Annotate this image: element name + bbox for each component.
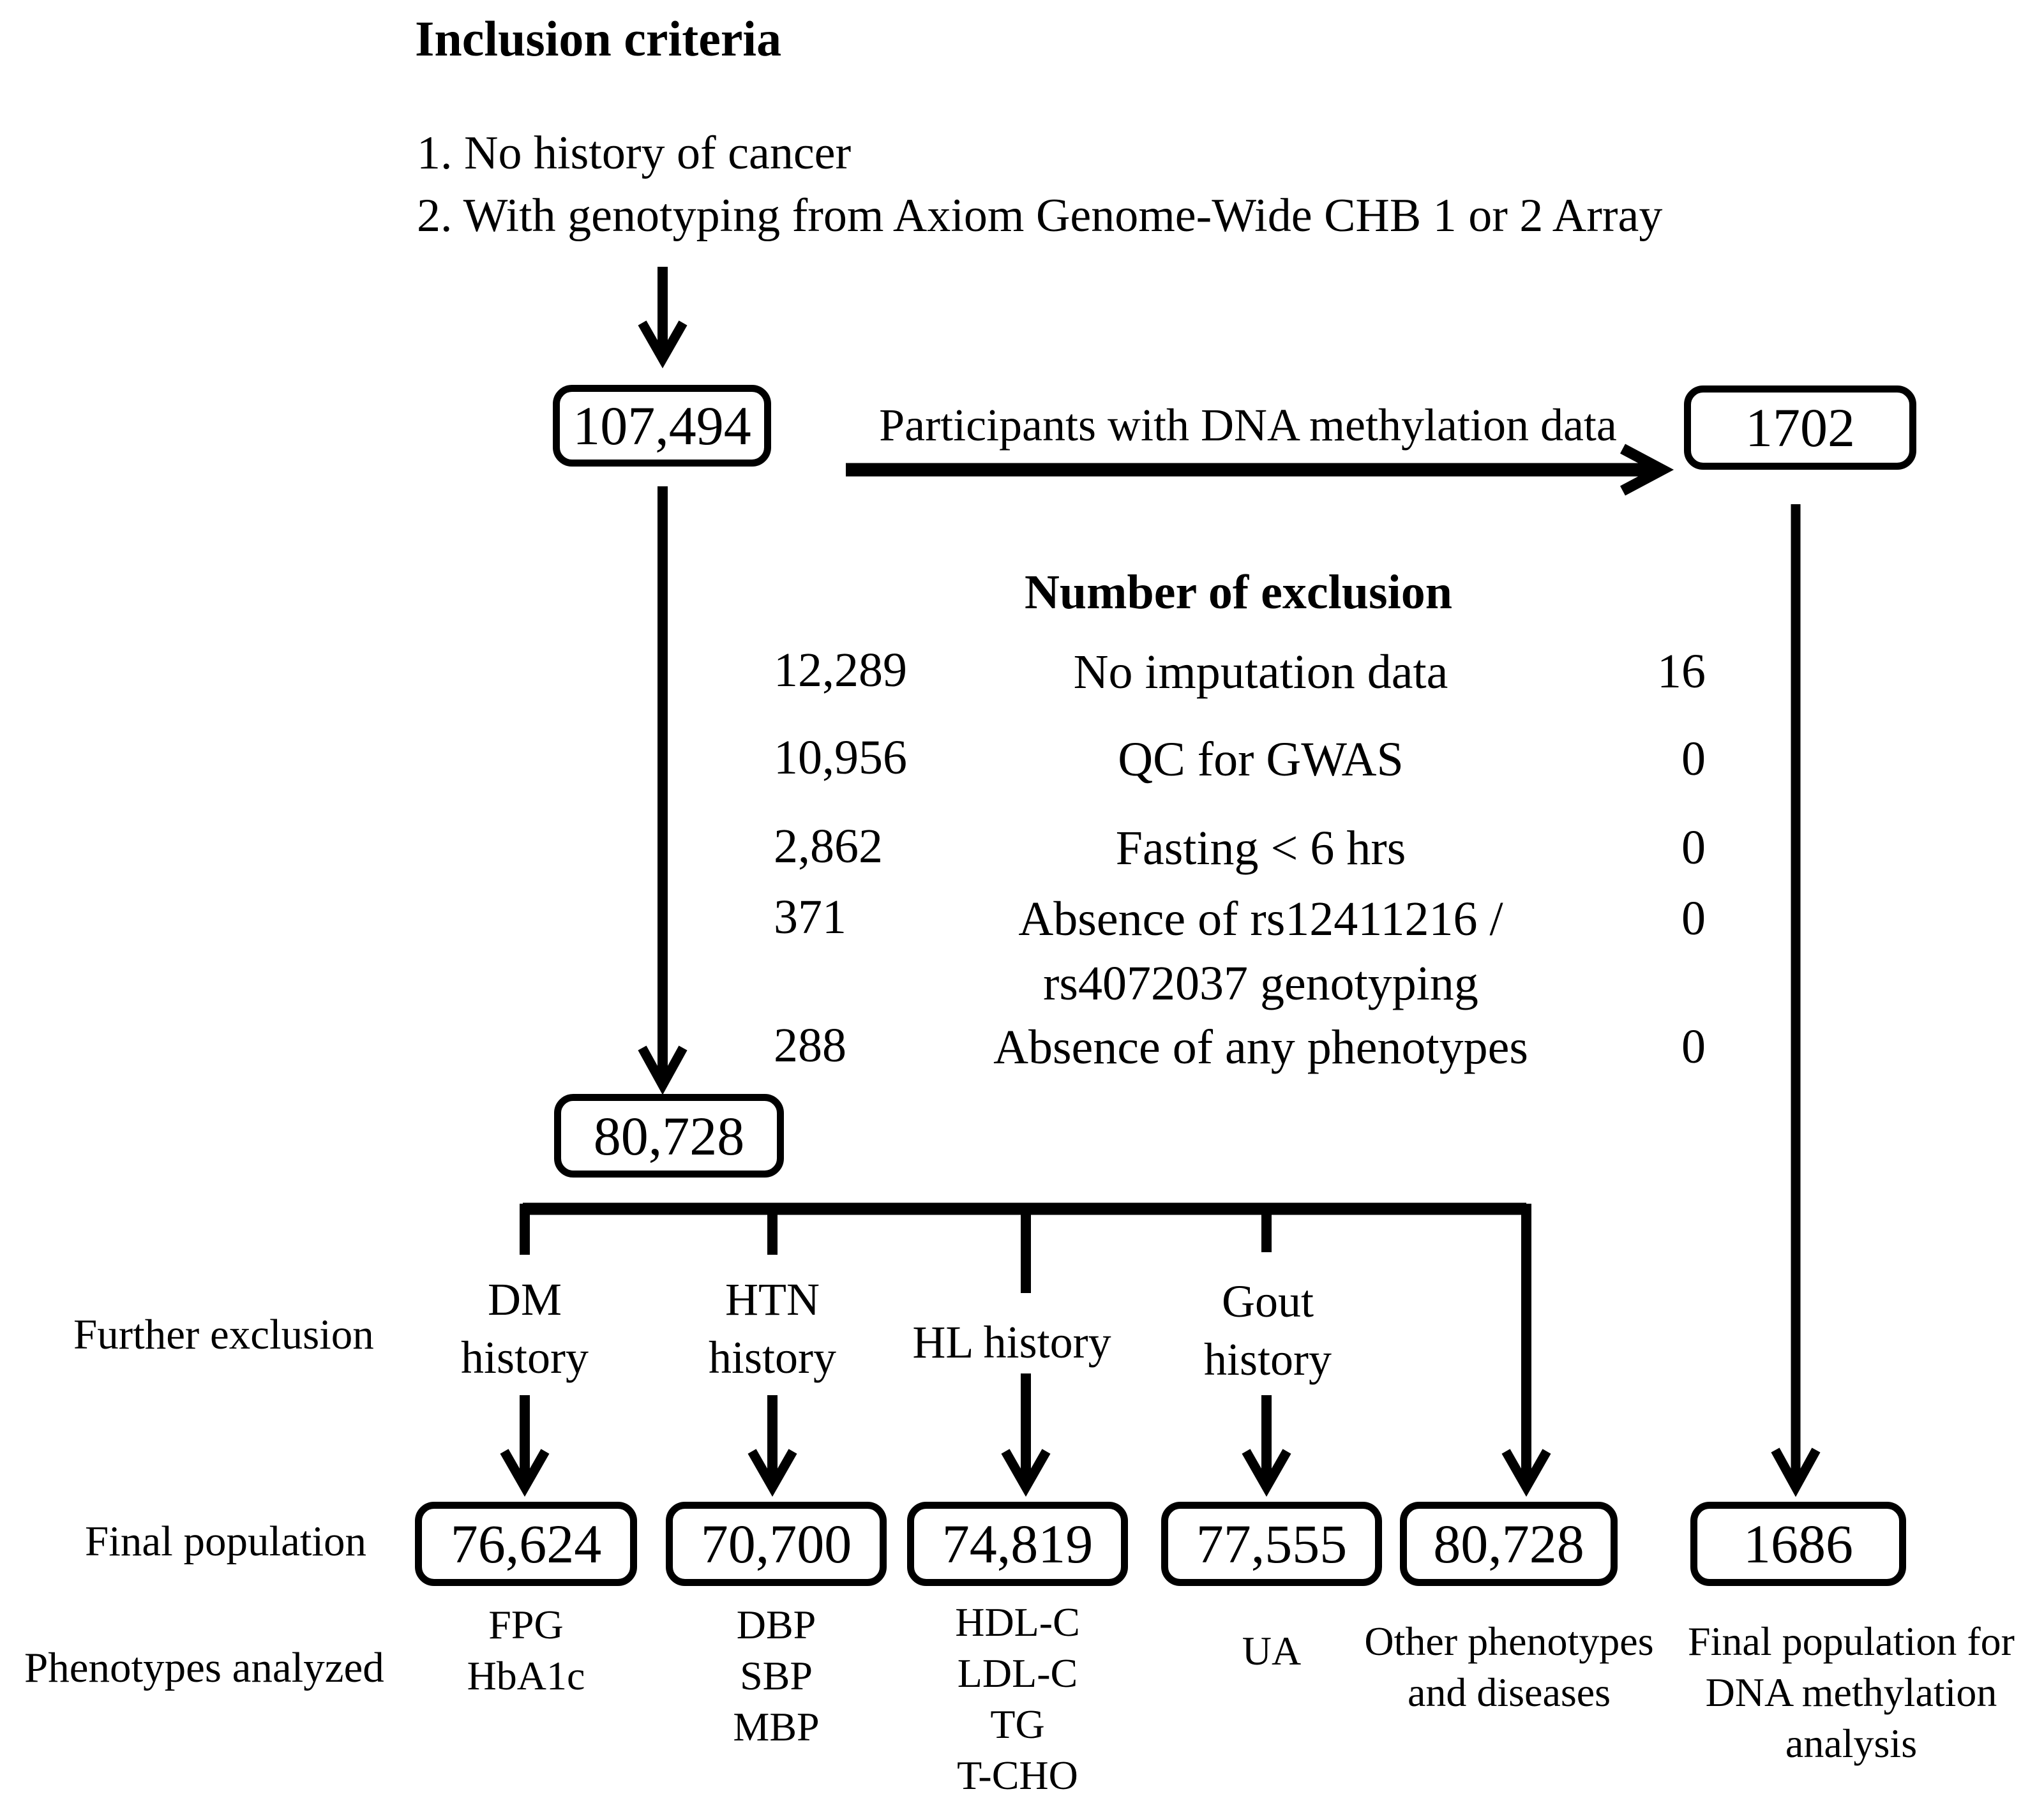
arrow-branch-gout: [1242, 1395, 1291, 1497]
box-final-other: 80,728: [1400, 1502, 1618, 1586]
phenotype-list-other: Other phenotypes and diseases: [1343, 1616, 1675, 1718]
box-initial-population: 107,494: [553, 385, 771, 467]
methylation-caption-line2: DNA methylation: [1705, 1670, 1997, 1715]
exclusion-row-5-reason: Absence of any phenotypes: [993, 1021, 1528, 1074]
phenotype-tg: TG: [990, 1702, 1045, 1747]
branch-htn-line1: HTN: [725, 1274, 820, 1325]
final-htn-count: 70,700: [700, 1513, 852, 1575]
arrow-branch-hl: [1001, 1373, 1051, 1497]
inclusion-item-1: 1. No history of cancer: [417, 127, 852, 179]
exclusion-row-1-reason: No imputation data: [1073, 645, 1448, 699]
phenotype-other-line1: Other phenotypes: [1364, 1619, 1654, 1664]
branch-gout-line1: Gout: [1222, 1276, 1314, 1327]
arrow-inclusion-to-initial: [638, 267, 688, 369]
branch-dm-line2: history: [460, 1332, 589, 1383]
methylation-population-count: 1702: [1745, 397, 1855, 458]
box-final-methylation: 1686: [1690, 1502, 1906, 1586]
exclusion-heading: Number of exclusion: [1025, 565, 1452, 619]
exclusion-row-3-meth-count: 0: [1681, 821, 1706, 874]
branch-label-hl-history: HL history: [884, 1313, 1139, 1372]
branch-label-dm-history: DM history: [429, 1271, 620, 1387]
box-final-hl: 74,819: [907, 1502, 1128, 1586]
branch-hl-line1: HL history: [912, 1317, 1111, 1368]
final-methylation-count: 1686: [1743, 1513, 1853, 1575]
inclusion-item-2: 2. With genotyping from Axiom Genome-Wid…: [417, 190, 1663, 242]
final-gout-count: 77,555: [1196, 1513, 1348, 1575]
phenotype-t-cho: T-CHO: [957, 1753, 1078, 1798]
arrow-branch-htn: [748, 1395, 797, 1497]
exclusion-row-2-reason: QC for GWAS: [1118, 733, 1404, 786]
arrow-initial-to-after-exclusion: [638, 486, 688, 1095]
exclusion-row-4-count: 371: [774, 890, 846, 944]
phenotype-hba1c: HbA1c: [467, 1653, 585, 1698]
exclusion-row-1-meth-count: 16: [1657, 645, 1706, 698]
phenotype-list-dm: FPG HbA1c: [398, 1599, 654, 1702]
final-dm-count: 76,624: [450, 1513, 602, 1575]
exclusion-row-5-count: 288: [774, 1019, 846, 1072]
box-final-gout: 77,555: [1161, 1502, 1382, 1586]
box-methylation-population: 1702: [1684, 385, 1916, 470]
phenotype-ua: UA: [1242, 1628, 1302, 1673]
exclusion-row-4-reason-line1: Absence of rs12411216 /: [1018, 892, 1503, 946]
exclusion-row-2-meth-count: 0: [1681, 732, 1706, 786]
branch-dm-line1: DM: [487, 1274, 562, 1325]
branch-gout-line2: history: [1203, 1334, 1332, 1385]
inclusion-criteria-heading: Inclusion criteria: [415, 11, 782, 66]
phenotype-hdl-c: HDL-C: [955, 1599, 1080, 1645]
arrow-branch-other: [1501, 1204, 1551, 1497]
initial-population-count: 107,494: [573, 395, 751, 456]
arrow-initial-to-methylation: [846, 444, 1674, 496]
phenotype-mbp: MBP: [733, 1704, 820, 1749]
exclusion-row-2-count: 10,956: [774, 731, 907, 784]
phenotype-ldl-c: LDL-C: [957, 1650, 1078, 1696]
further-exclusion-label: Further exclusion: [73, 1311, 374, 1358]
methylation-caption-line3: analysis: [1785, 1721, 1918, 1766]
phenotypes-analyzed-label: Phenotypes analyzed: [24, 1644, 384, 1691]
caption-final-methylation-population: Final population for DNA methylation ana…: [1672, 1616, 2030, 1769]
exclusion-row-4-reason-line2: rs4072037 genotyping: [1043, 957, 1478, 1010]
final-population-label: Final population: [85, 1518, 367, 1565]
box-after-exclusion: 80,728: [554, 1094, 784, 1178]
phenotype-dbp: DBP: [736, 1602, 816, 1647]
phenotype-list-htn: DBP SBP MBP: [649, 1599, 904, 1753]
branch-rail: [520, 1202, 1526, 1293]
branch-htn-line2: history: [708, 1332, 836, 1383]
phenotype-other-line2: and diseases: [1407, 1670, 1611, 1715]
exclusion-row-1-count: 12,289: [774, 643, 907, 697]
methylation-arrow-label: Participants with DNA methylation data: [879, 400, 1617, 451]
exclusion-row-5-meth-count: 0: [1681, 1020, 1706, 1074]
methylation-caption-line1: Final population for: [1688, 1619, 2015, 1664]
phenotype-list-hl: HDL-C LDL-C TG T-CHO: [890, 1597, 1145, 1801]
phenotype-list-gout: UA: [1144, 1626, 1399, 1677]
phenotype-fpg: FPG: [488, 1602, 564, 1647]
exclusion-row-3-count: 2,862: [774, 819, 883, 873]
final-other-count: 80,728: [1433, 1513, 1584, 1575]
arrow-methylation-to-final: [1771, 504, 1821, 1497]
after-exclusion-count: 80,728: [593, 1105, 745, 1167]
arrow-branch-dm: [500, 1395, 550, 1497]
box-final-dm: 76,624: [415, 1502, 637, 1586]
exclusion-row-3-reason: Fasting < 6 hrs: [1115, 821, 1406, 875]
phenotype-sbp: SBP: [740, 1653, 813, 1698]
exclusion-row-4-meth-count: 0: [1681, 892, 1706, 945]
branch-label-gout-history: Gout history: [1172, 1273, 1364, 1389]
box-final-htn: 70,700: [666, 1502, 887, 1586]
final-hl-count: 74,819: [942, 1513, 1093, 1575]
branch-label-htn-history: HTN history: [677, 1271, 868, 1387]
